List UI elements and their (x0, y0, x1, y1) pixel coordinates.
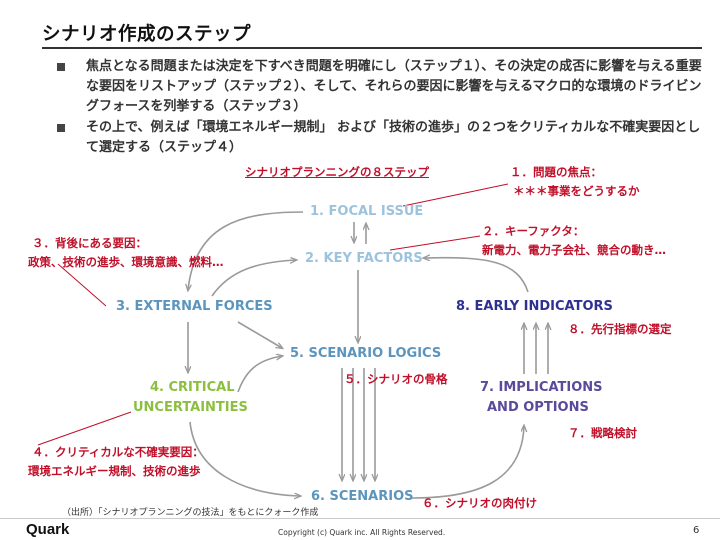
annotation-step3: ３．背後にある要因： 政策、技術の進歩、環境意識、燃料… (28, 234, 224, 272)
source-note: （出所）「シナリオプランニングの技法」をもとにクォーク作成 (62, 508, 319, 518)
node-critical-line1: 4. CRITICAL (150, 380, 235, 395)
bullet-square-icon (57, 124, 65, 132)
node-scenarios: 6. SCENARIOS (311, 489, 414, 504)
bullet-list: 焦点となる問題または決定を下すべき問題を明確にし（ステップ１）、その決定の成否に… (56, 57, 706, 159)
quark-logo: Quark (26, 521, 70, 538)
annotation-step5: ５．シナリオの骨格 (344, 372, 448, 386)
annotation-step4-line1: ４．クリティカルな不確実要因： (32, 445, 204, 459)
node-critical-uncertainties: 4. CRITICAL (150, 380, 235, 395)
node-key-factors: 2. KEY FACTORS (305, 251, 423, 266)
arrow-external-to-logics (237, 321, 282, 348)
annotation-step4-line2: 環境エネルギー規制、技術の進歩 (28, 464, 201, 478)
arrow-focal-to-external (188, 211, 304, 290)
callout-line-2 (389, 235, 481, 251)
annotation-step7: ７．戦略検討 (568, 426, 637, 440)
annotation-step1-line2: ＊＊＊事業をどうするか (513, 184, 640, 198)
annotation-step2-line2: 新電力、電力子会社、競合の動き… (482, 243, 666, 257)
bullet-text: その上で、例えば「環境エネルギー規制」 および「技術の進歩」の２つをクリティカル… (86, 120, 701, 155)
bullet-item: 焦点となる問題または決定を下すべき問題を明確にし（ステップ１）、その決定の成否に… (56, 57, 706, 117)
arrow-scenarios-to-implications (411, 426, 524, 499)
bullet-item: その上で、例えば「環境エネルギー規制」 および「技術の進歩」の２つをクリティカル… (56, 118, 706, 158)
node-critical-line2: UNCERTAINTIES (133, 400, 248, 415)
callout-line-1 (402, 183, 509, 207)
callout-line-3 (57, 263, 107, 307)
annotation-step3-line1: ３．背後にある要因： (32, 236, 147, 250)
diagram-title: シナリオプランニングの８ステップ (245, 165, 429, 179)
arrow-critical-to-logics (237, 356, 282, 393)
bullet-square-icon (57, 63, 65, 71)
annotation-step1-line1: １．問題の焦点： (510, 165, 602, 179)
page-title: シナリオ作成のステップ (42, 24, 252, 45)
annotation-step2: ２．キーファクタ： 新電力、電力子会社、競合の動き… (482, 222, 666, 260)
footer-divider (0, 518, 720, 519)
node-implications-line1: 7. IMPLICATIONS (480, 380, 603, 395)
node-focal-issue: 1. FOCAL ISSUE (310, 204, 424, 219)
annotation-step8: ８．先行指標の選定 (568, 322, 672, 336)
copyright-text: Copyright (c) Quark inc. All Rights Rese… (278, 528, 446, 537)
annotation-step3-line2: 政策、技術の進歩、環境意識、燃料… (28, 255, 224, 269)
title-underline (42, 47, 702, 49)
annotation-step2-line1: ２．キーファクタ： (482, 224, 585, 238)
annotation-step1: １．問題の焦点： ＊＊＊事業をどうするか (510, 163, 640, 201)
bullet-text: 焦点となる問題または決定を下すべき問題を明確にし（ステップ１）、その決定の成否に… (86, 59, 702, 114)
node-implications-line2: AND OPTIONS (487, 400, 589, 415)
arrow-external-to-key (211, 260, 296, 297)
annotation-step6: ６．シナリオの肉付け (422, 496, 537, 510)
annotation-step4: ４．クリティカルな不確実要因： 環境エネルギー規制、技術の進歩 (28, 443, 204, 481)
callout-line-4 (37, 411, 132, 446)
node-external-forces: 3. EXTERNAL FORCES (116, 299, 273, 314)
page-number: 6 (693, 525, 700, 536)
arrow-indicators-to-key (424, 258, 529, 293)
arrow-critical-to-scenarios (189, 421, 300, 496)
node-scenario-logics: 5. SCENARIO LOGICS (290, 346, 442, 361)
node-early-indicators: 8. EARLY INDICATORS (456, 299, 613, 314)
